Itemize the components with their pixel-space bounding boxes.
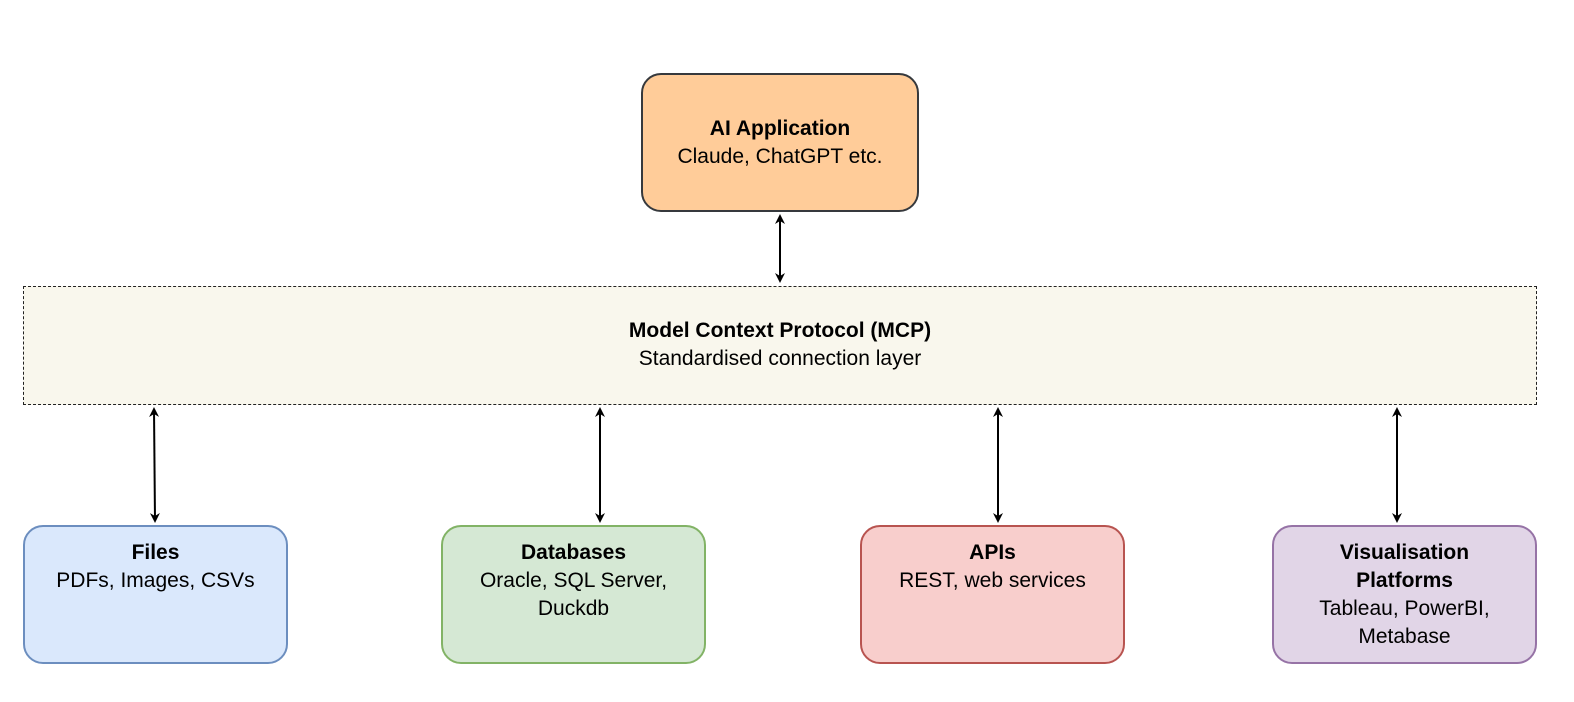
visualisation-platforms-node: Visualisation Platforms Tableau, PowerBI…	[1272, 525, 1537, 664]
visualisation-platforms-title: Visualisation Platforms	[1339, 541, 1470, 592]
databases-node: Databases Oracle, SQL Server, Duckdb	[441, 525, 706, 664]
files-title: Files	[131, 541, 180, 564]
apis-title: APIs	[969, 541, 1016, 564]
mcp-layer-node: Model Context Protocol (MCP) Standardise…	[23, 286, 1537, 405]
mcp-layer-title: Model Context Protocol (MCP)	[628, 319, 932, 342]
visualisation-platforms-subtitle: Tableau, PowerBI, Metabase	[1319, 597, 1490, 648]
ai-application-node: AI Application Claude, ChatGPT etc.	[641, 73, 919, 212]
ai-application-subtitle: Claude, ChatGPT etc.	[677, 145, 883, 168]
apis-subtitle: REST, web services	[899, 569, 1086, 592]
ai-application-title: AI Application	[709, 117, 851, 140]
databases-subtitle: Oracle, SQL Server, Duckdb	[479, 569, 668, 620]
files-subtitle: PDFs, Images, CSVs	[56, 569, 255, 592]
files-node: Files PDFs, Images, CSVs	[23, 525, 288, 664]
databases-title: Databases	[520, 541, 627, 564]
apis-node: APIs REST, web services	[860, 525, 1125, 664]
mcp-to-files-arrow	[149, 407, 160, 523]
mcp-layer-subtitle: Standardised connection layer	[638, 347, 922, 370]
